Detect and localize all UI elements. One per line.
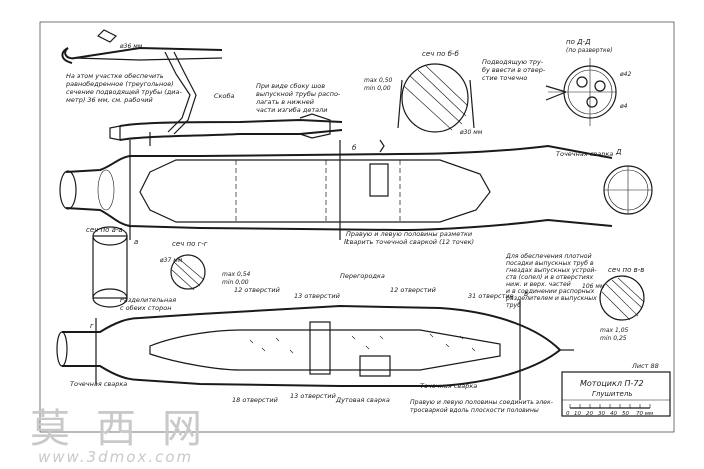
note-tube-8: труб: [506, 301, 521, 309]
note-partition-brace-2: с обеих сторон: [120, 304, 171, 312]
watermark-chinese: 莫西网: [30, 406, 228, 452]
note-weld-2: выпускной трубы распо-: [256, 90, 341, 98]
label-holes-31: 31 отверстие: [468, 292, 514, 300]
note-tube-4: ств (сопел) и в отверстиях: [506, 274, 594, 281]
svg-text:Правую и левую половины соедин: Правую и левую половины соединить элек-т…: [410, 399, 553, 414]
section-g-view: [170, 254, 206, 291]
svg-text:Правую и левую половины размет: Правую и левую половины разметкисварить …: [346, 230, 474, 246]
note-tube-2: посадки выпускных труб в: [506, 259, 594, 267]
label-holes-18: 18 отверстий: [232, 396, 278, 404]
label-spot-weld-right: Точечная сварка: [556, 150, 613, 158]
label-holes-12-mid: 12 отверстий: [390, 286, 436, 294]
cut-letter-v: в: [524, 290, 528, 298]
label-holes-13-bottom: 13 отверстий: [290, 392, 336, 400]
section-label-gg: сеч по г-г: [172, 240, 208, 248]
dim-min-000-g: min 0,00: [222, 279, 249, 286]
scale-0: 0: [566, 411, 570, 417]
section-label-bb: сеч по б-б: [422, 50, 459, 58]
dim-max-054: max 0,54: [222, 271, 251, 278]
note-partition-brace-1: Разделительная: [120, 296, 176, 304]
muffler-lower-body: [56, 300, 574, 400]
note-seam-1: Правую и левую половины разметки: [346, 230, 472, 238]
cut-letter-a: а: [134, 238, 138, 246]
section-v-view: [599, 275, 645, 321]
dim-max-105: max 1,05: [600, 327, 629, 334]
dim-min-000: min 0,00: [364, 85, 391, 92]
note-bottom-2: тросваркой вдоль плоскости половины: [410, 407, 539, 414]
note-tube-1: Для обеспечения плотной: [505, 252, 592, 260]
dim-min-025: min 0,25: [600, 335, 627, 342]
section-label-dd-sub: (по развертке): [566, 47, 613, 54]
note-tube-5: ниж. и верх. частей: [506, 281, 571, 288]
section-label-aa: сеч по а-а: [86, 226, 123, 234]
drawing-title: Мотоцикл П-72: [580, 379, 644, 388]
scale-10: 10: [574, 411, 581, 417]
scale-70: 70 мм: [636, 411, 653, 417]
note-top-left-2: равнобедренное (треугольное): [65, 80, 174, 88]
note-tube-6: и в соединении распорных: [506, 288, 595, 295]
title-block: [561, 371, 671, 417]
label-brace: Скоба: [214, 92, 234, 100]
dim-d4: ø4: [619, 103, 628, 110]
muffler-upper-body: [59, 139, 653, 240]
dim-d30: ø30 мм: [459, 129, 483, 136]
section-a-view: [92, 226, 128, 308]
label-partition: Перегородка: [340, 272, 385, 280]
inlet-pipe-top: [61, 29, 343, 146]
watermark-url: www.3dmox.com: [38, 448, 194, 466]
dim-d36: ø36 мм: [119, 43, 143, 50]
dim-max-050: max 0,50: [364, 77, 393, 84]
section-d-view: [545, 58, 617, 126]
label-holes-12-top: 12 отверстий: [234, 286, 280, 294]
cut-letter-g: г: [90, 322, 94, 330]
note-section-3: стие точечно: [482, 74, 527, 82]
note-weld-1: При виде сбоку шов: [256, 82, 325, 90]
section-label-vv: сеч по в-в: [608, 266, 644, 274]
note-bottom-1: Правую и левую половины соединить элек-: [410, 399, 553, 406]
scale-50: 50: [622, 411, 629, 417]
note-tube-7: разделителем и выпускных: [505, 295, 597, 302]
note-top-left-4: метр) 36 мм, см. рабочий: [66, 96, 153, 104]
cut-letter-ii: II: [344, 238, 348, 246]
sheet-frame: [39, 21, 675, 433]
scale-20: 20: [586, 411, 593, 417]
note-top-left-1: На этом участке обеспечить: [66, 72, 164, 80]
cut-letter-d: Д: [615, 148, 622, 156]
drawing-subtitle: Глушитель: [592, 390, 632, 398]
note-section-2: бу ввести в отвер-: [482, 66, 546, 74]
note-seam-2: сварить точечной сваркой (12 точек): [346, 238, 474, 246]
label-distribution: Дутовая сварка: [335, 396, 390, 404]
note-section-1: Подводящую тру-: [482, 58, 544, 66]
note-tube-3: гнездах выпускных устрой-: [506, 267, 597, 274]
dim-106: 106 мм: [582, 283, 605, 290]
svg-text:Подводящую тру-бу ввести в отв: Подводящую тру-бу ввести в отвер-стие то…: [482, 58, 546, 82]
sheet-number: Лист 88: [631, 362, 659, 370]
dim-d42: ø42: [619, 71, 631, 78]
scale-40: 40: [610, 411, 617, 417]
dim-d37: ø37 мм: [159, 257, 183, 264]
label-spot-weld-left: Точечная сварка: [70, 380, 127, 388]
section-b-view: [397, 63, 475, 133]
scale-30: 30: [598, 411, 605, 417]
cut-letter-b: б: [352, 144, 357, 152]
note-top-left-3: сечение подводящей трубы (диа-: [66, 88, 182, 96]
note-weld-3: лагать в нижней: [255, 98, 314, 106]
label-spot-weld-bottom: Точечная сварка: [420, 382, 477, 390]
section-label-dd: по Д-Д: [566, 38, 591, 46]
note-weld-4: части изгиба детали: [256, 106, 328, 114]
label-holes-13: 13 отверстий: [294, 292, 340, 300]
